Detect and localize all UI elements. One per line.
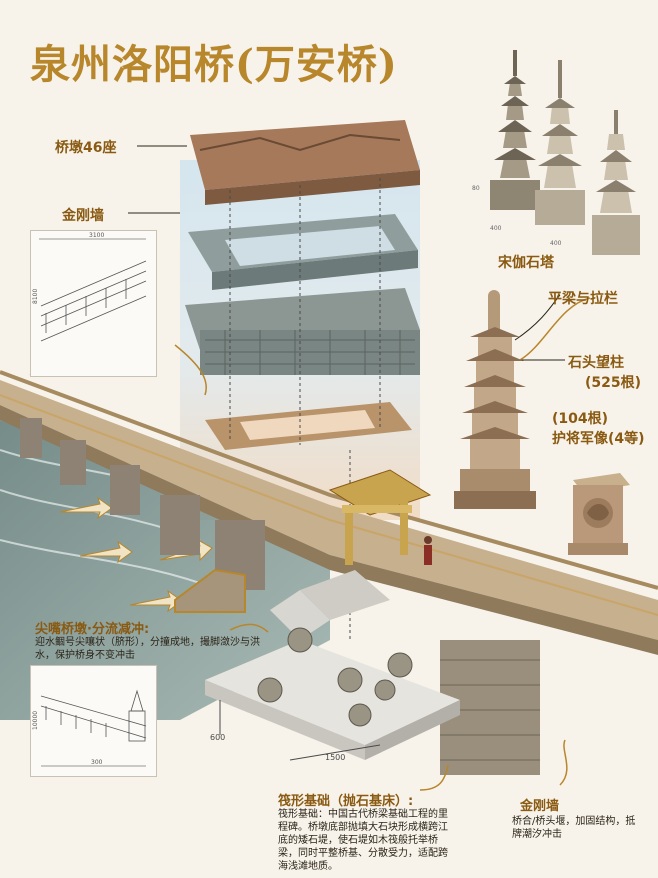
timber-raft-layer: [205, 402, 412, 450]
bridge-sketch-top: 3100 8100: [30, 230, 157, 377]
pagoda-right: [592, 110, 640, 255]
base-dimension-lines: [219, 700, 381, 761]
label-stone-pillar: 石头望柱: [568, 355, 624, 371]
sketch-top-height: 8100: [32, 289, 39, 304]
raft-desc: 筏形基础：中国古代桥梁基础工程的里程碑。桥墩底部抛填大石块形成横跨江底的矮石堤，…: [278, 809, 448, 872]
label-count-104: (104根): [552, 411, 609, 427]
label-song-pagoda: 宋伽石塔: [498, 255, 554, 271]
pagoda-height-label: 80: [472, 185, 480, 192]
sketch-top-width: 3100: [89, 232, 104, 239]
jingang-wall-bottom-desc: 桥合/桥头堰，加固结构，抵牌潮汐冲击: [512, 816, 636, 840]
stone-frame-layer: [188, 214, 418, 290]
label-beam-railing: 平梁与拉栏: [548, 291, 618, 307]
person-figure: [424, 536, 432, 565]
bridge-deck: [0, 370, 658, 655]
water: [0, 420, 330, 720]
sketch-bottom-height: 10000: [32, 711, 39, 730]
pagoda-middle: [535, 60, 585, 225]
gold-curves: [174, 297, 591, 791]
pier-top-slab: [190, 120, 420, 205]
pagoda-width1-label: 400: [490, 225, 502, 232]
sketch-bottom-width: 300: [91, 759, 103, 766]
pagoda-left: [490, 50, 540, 210]
label-pointed-pier-title: 尖嘴桥墩·分流减冲:: [35, 622, 150, 637]
label-jingang-wall-top: 金刚墙: [62, 208, 104, 224]
base-depth-label: 600: [210, 733, 225, 742]
pointed-pier: [174, 568, 246, 613]
guardian-statue-block: [568, 473, 630, 555]
rubble-masonry-layer: [185, 288, 420, 375]
stone-pillar-illustration: [454, 290, 536, 509]
page-title: 泉州洛阳桥(万安桥): [30, 41, 398, 88]
bridge-sketch-bottom: 10000 300: [30, 665, 157, 777]
pagoda-width2-label: 400: [550, 240, 562, 247]
label-pillar-count: (525根): [585, 375, 642, 391]
base-width-label: 1500: [325, 753, 345, 762]
label-raft-title: 筏形基础（抛石基床）:: [278, 794, 414, 809]
song-pagoda-group: 80 400 400: [472, 50, 640, 255]
raft-foundation: [205, 570, 460, 760]
bridge-piers: [20, 418, 540, 775]
label-jingang-wall-bottom: 金刚墙: [520, 799, 560, 814]
leader-lines: [128, 145, 565, 361]
label-guardian-statues: 护将军像(4等): [552, 431, 645, 447]
gate-pavilion: [328, 469, 432, 565]
label-pier-count: 桥墩46座: [55, 140, 117, 156]
pointed-pier-desc: 迎水鲴号尖嚷状（脐形），分撞成地，撮脚潋沙与洪水，保护桥身不变冲击: [35, 637, 260, 661]
